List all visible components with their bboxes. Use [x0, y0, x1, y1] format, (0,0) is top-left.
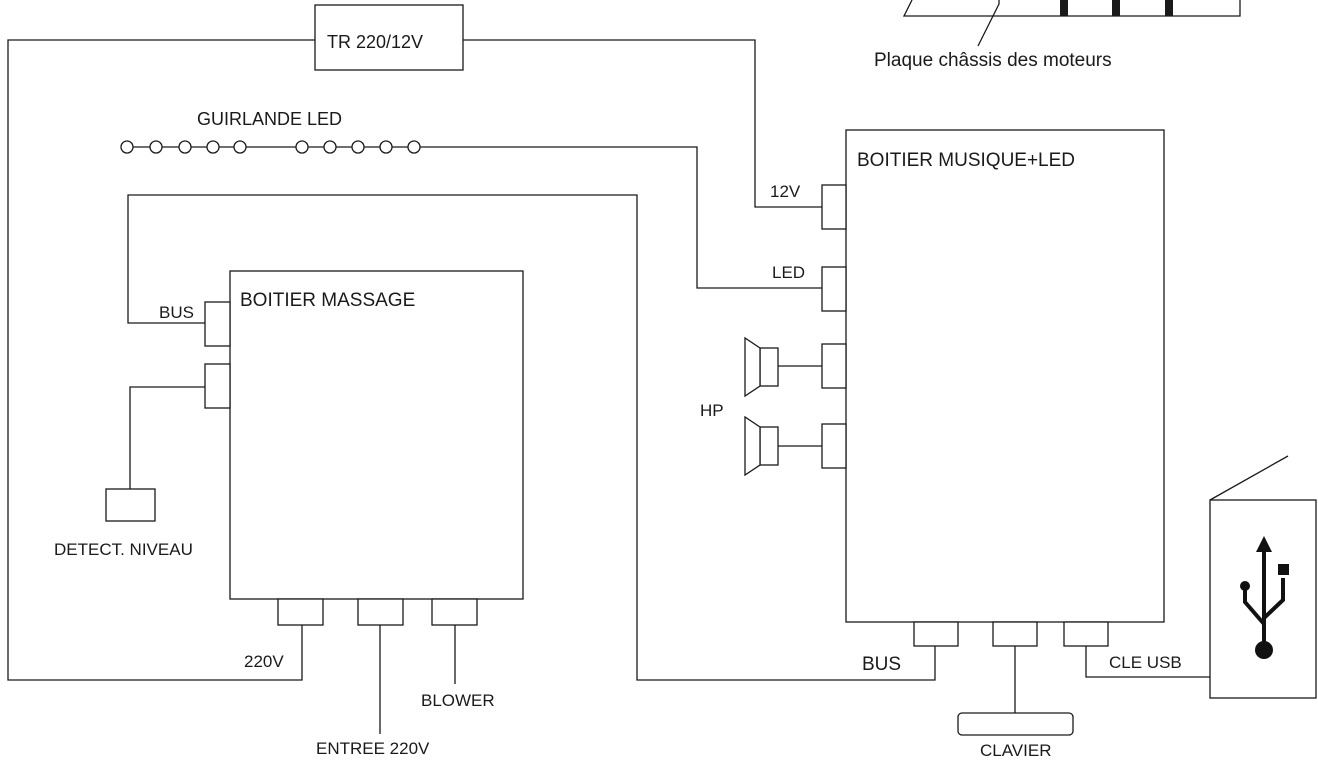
plate-foot [1112, 0, 1120, 16]
usb-key [1209, 455, 1317, 699]
keypad-box [957, 712, 1074, 736]
led-bulb-icon [323, 140, 337, 154]
wire-garland-to-led [420, 146, 822, 289]
level-sensor-port [204, 363, 231, 409]
plate-foot [1165, 0, 1173, 16]
level-sensor-label: DETECT. NIVEAU [54, 540, 193, 559]
music-box-title: BOITIER MUSIQUE+LED [857, 150, 1075, 171]
massage-box: BOITIER MASSAGE BUS [159, 270, 524, 626]
power-220v-port [277, 598, 324, 626]
speaker-icon [744, 336, 822, 398]
led-garland-label: GUIRLANDE LED [197, 109, 342, 129]
massage-bus-port [204, 301, 231, 347]
mains-input-port [357, 598, 404, 626]
blower-label: BLOWER [421, 691, 495, 710]
usb-icon [1240, 536, 1289, 659]
led-bulb-icon [295, 140, 309, 154]
massage-bus-label: BUS [159, 303, 194, 322]
music-bus-label: BUS [862, 654, 901, 675]
speaker-icon [744, 415, 822, 477]
plate-leader-line [977, 0, 1000, 47]
port-12v [821, 184, 847, 230]
port-12v-label: 12V [770, 182, 801, 201]
led-bulb-icon [351, 140, 365, 154]
led-bulb-icon [178, 140, 192, 154]
speakers-label: HP [700, 401, 724, 420]
port-led [821, 266, 847, 312]
transformer-box [314, 4, 464, 71]
led-bulb-icon [407, 140, 421, 154]
keypad-label: CLAVIER [980, 741, 1052, 760]
transformer: TR 220/12V [314, 4, 464, 71]
wire-usb [1085, 646, 1210, 678]
wire-bus [127, 194, 936, 681]
wire-level-sensor [129, 386, 205, 489]
keypad-port [992, 621, 1038, 647]
blower-port [431, 598, 478, 626]
speaker-port-1 [821, 343, 847, 389]
led-bulb-icon [120, 140, 134, 154]
usb-port [1063, 621, 1109, 647]
speaker-port-2 [821, 423, 847, 469]
led-garland: GUIRLANDE LED [120, 109, 421, 154]
usb-key-flap [1209, 455, 1289, 501]
music-box: BOITIER MUSIQUE+LED 12V LED [770, 129, 1165, 647]
plate-foot [1060, 0, 1068, 16]
chassis-plate: Plaque châssis des moteurs [874, 0, 1241, 71]
music-box-body [845, 129, 1165, 623]
music-bus-port [913, 621, 959, 647]
led-bulb-icon [379, 140, 393, 154]
transformer-label: TR 220/12V [327, 32, 423, 52]
massage-box-title: BOITIER MASSAGE [240, 290, 415, 311]
led-bulb-icon [206, 140, 220, 154]
wire-transformer-to-12v [463, 39, 822, 208]
port-led-label: LED [772, 263, 805, 282]
massage-box-body [229, 270, 524, 600]
level-sensor-box [105, 488, 156, 522]
wire-transformer-to-220v [7, 39, 315, 681]
usb-key-label: CLE USB [1109, 653, 1182, 672]
led-bulb-icon [149, 140, 163, 154]
chassis-plate-label: Plaque châssis des moteurs [874, 50, 1112, 71]
led-bulb-icon [233, 140, 247, 154]
power-220v-label: 220V [244, 652, 284, 671]
mains-input-label: ENTREE 220V [316, 739, 430, 758]
